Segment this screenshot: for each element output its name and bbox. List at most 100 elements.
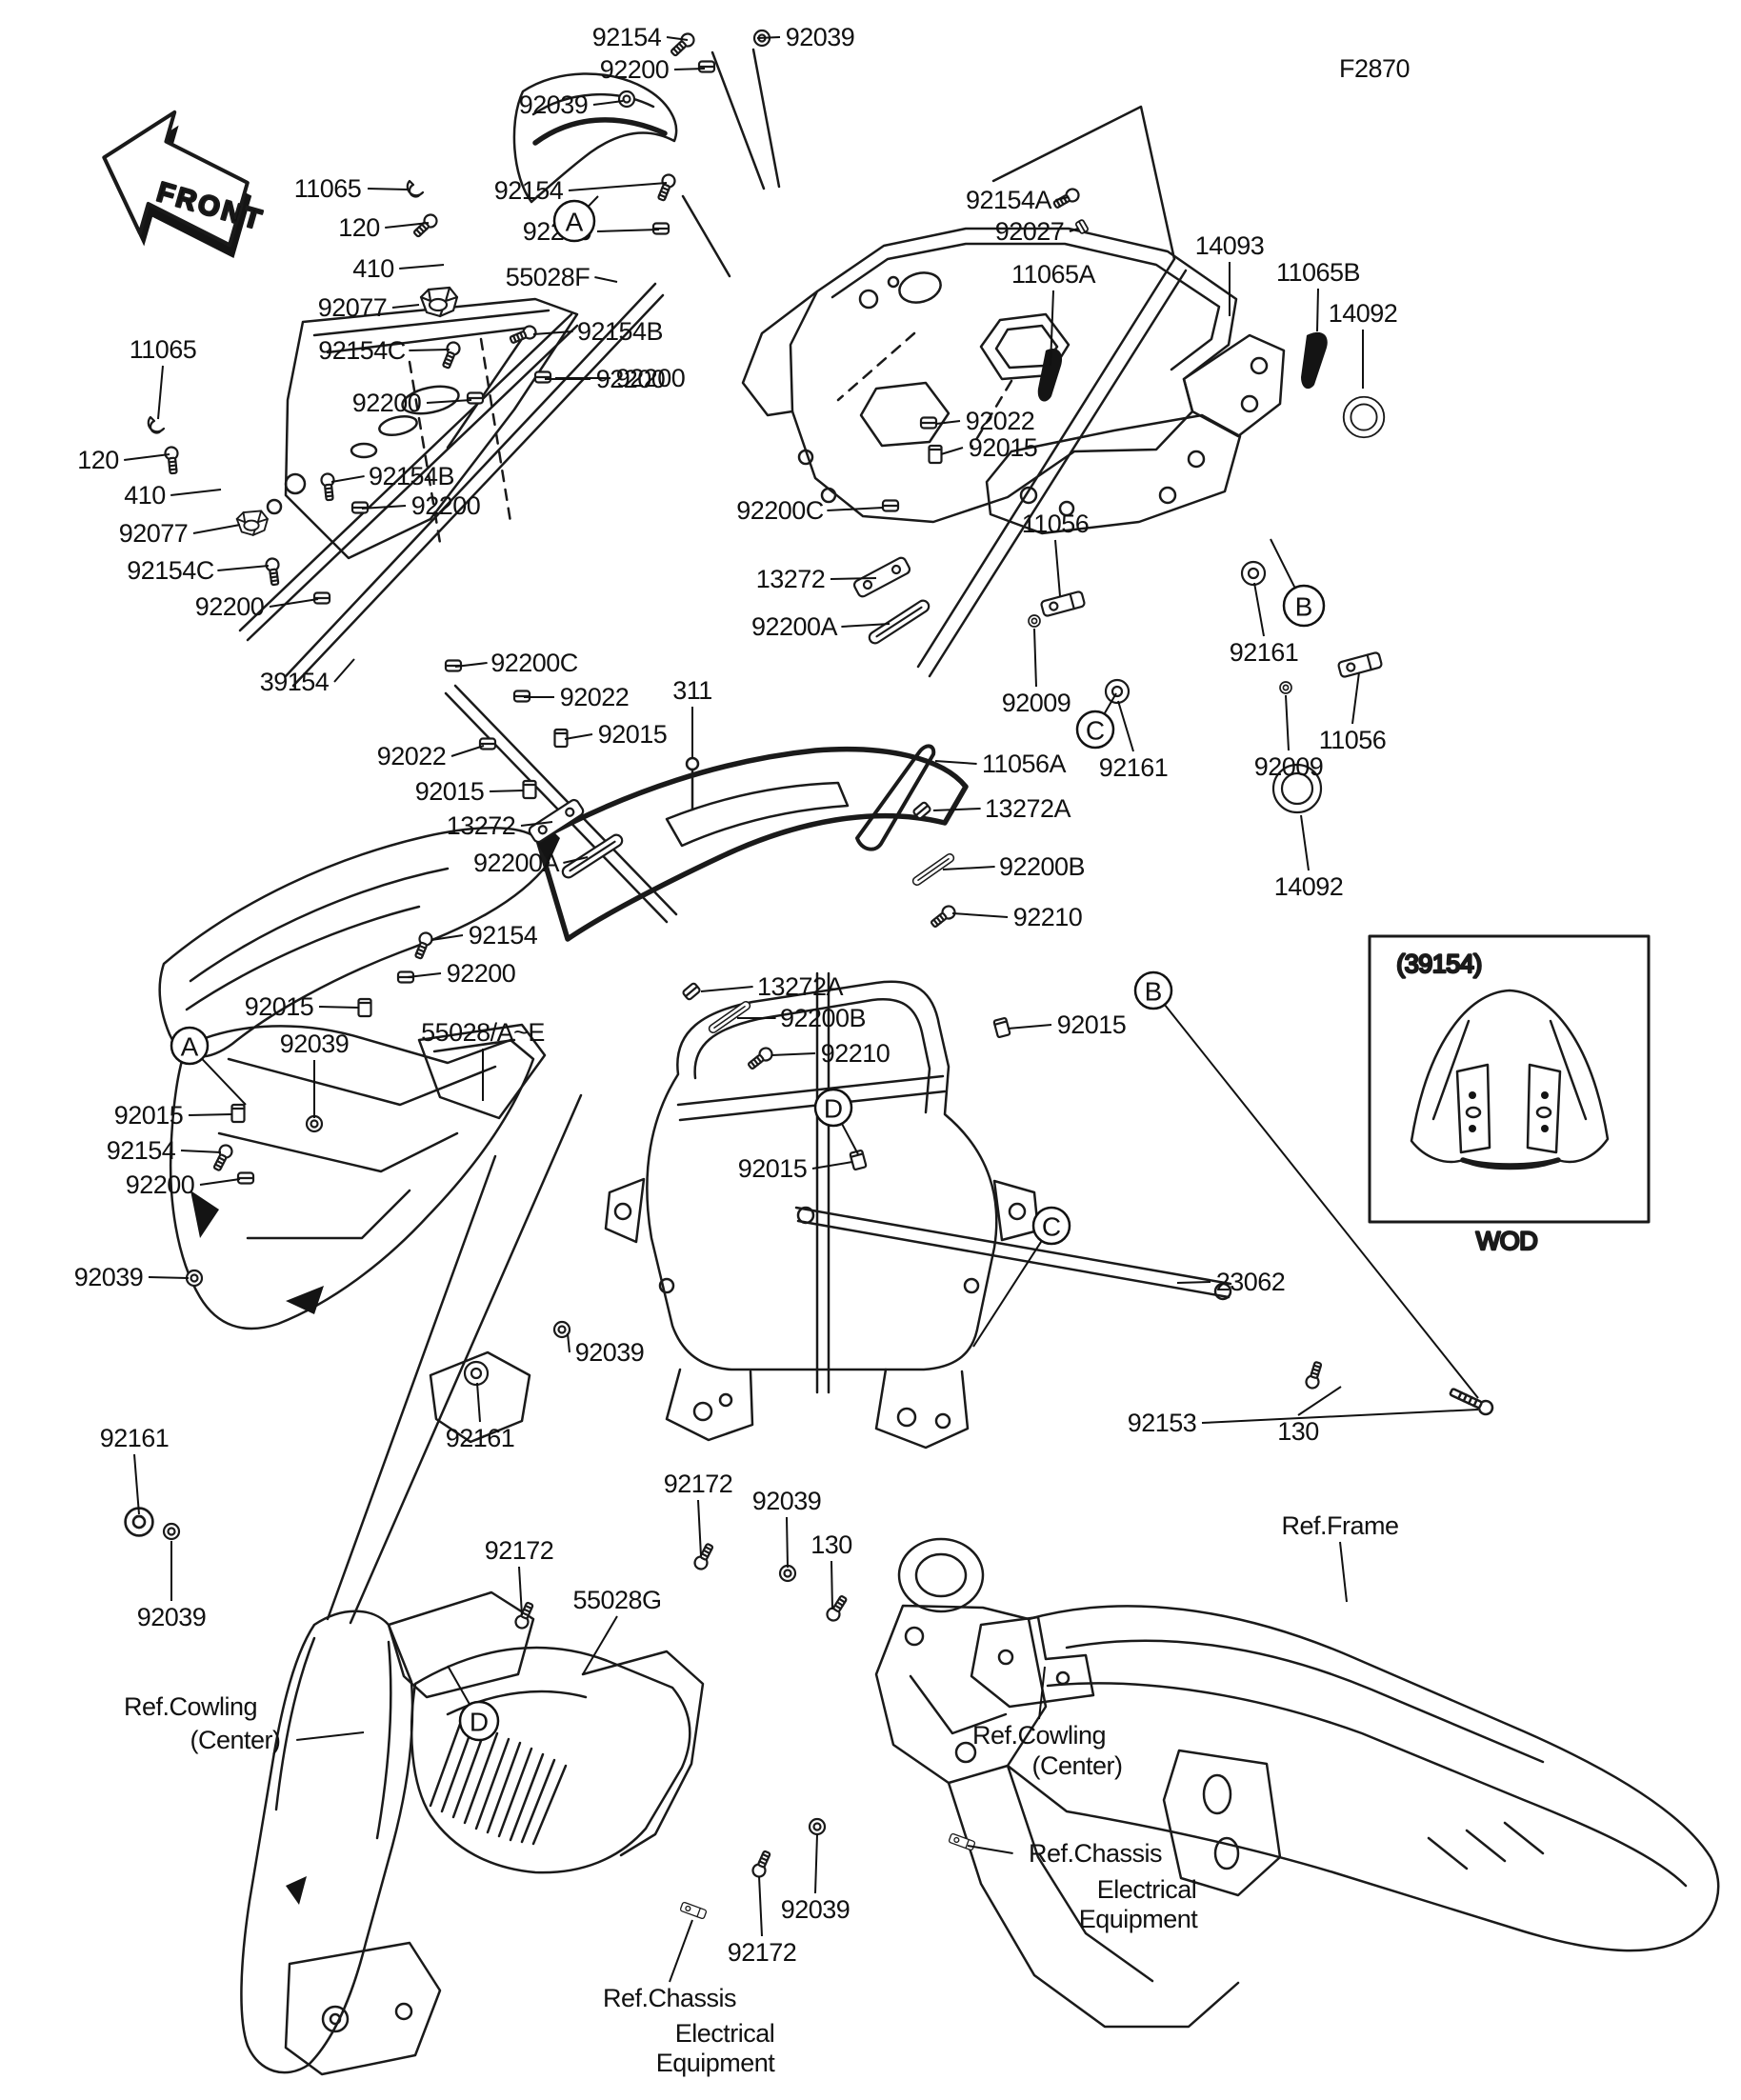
svg-text:D: D xyxy=(470,1708,489,1737)
part-label: 130 xyxy=(1277,1417,1319,1446)
part-label: 120 xyxy=(77,446,119,474)
callout-D: D xyxy=(458,1700,500,1742)
part-label: 92039 xyxy=(781,1895,850,1924)
part-label: 11065B xyxy=(1276,258,1360,287)
part-label: 311 xyxy=(672,676,712,705)
part-label: Electrical xyxy=(1097,1875,1197,1904)
part-label: 92022 xyxy=(560,683,630,711)
part-label: 120 xyxy=(338,213,380,242)
cowling-stay-part xyxy=(604,971,1232,1450)
part-label: 92015 xyxy=(969,433,1038,462)
leader-lines xyxy=(124,36,1479,1983)
part-label: 92161 xyxy=(100,1424,170,1452)
part-label: Equipment xyxy=(1079,1905,1199,1933)
part-label: 92077 xyxy=(318,293,388,322)
part-label: 11056 xyxy=(1319,726,1387,754)
part-label: 92210 xyxy=(1013,903,1083,931)
part-label: 92172 xyxy=(728,1938,797,1967)
part-label: 92200 xyxy=(352,389,422,417)
part-label: 92027 xyxy=(995,217,1065,246)
part-label: (Center) xyxy=(1031,1751,1122,1780)
part-label: 55028G xyxy=(572,1586,661,1614)
part-label: 92015 xyxy=(598,720,668,749)
part-label: 92153 xyxy=(1128,1409,1197,1437)
part-label: 92009 xyxy=(1254,752,1324,781)
part-label: Equipment xyxy=(656,2049,776,2077)
inner-cover-part xyxy=(535,744,969,942)
part-label: 92154 xyxy=(494,176,564,205)
part-label: 130 xyxy=(810,1530,852,1559)
part-label: 39154 xyxy=(260,668,330,696)
part-label: 92200 xyxy=(600,55,670,84)
part-label: 92154B xyxy=(577,317,663,346)
part-label: 92200 xyxy=(596,365,666,393)
inset-code: WOD xyxy=(1476,1227,1537,1255)
svg-text:B: B xyxy=(1295,592,1313,622)
part-label: 92039 xyxy=(137,1603,207,1631)
callout-D: D xyxy=(813,1088,853,1128)
part-label: Ref.Chassis xyxy=(603,1984,736,2012)
windshield-part xyxy=(238,105,1188,924)
part-label: 92039 xyxy=(786,23,855,51)
part-label: 92015 xyxy=(415,777,485,806)
callout-B: B xyxy=(1133,970,1173,1010)
part-label: 11056A xyxy=(982,750,1067,778)
part-label: 92172 xyxy=(485,1536,554,1565)
part-label: 92210 xyxy=(821,1039,891,1068)
part-label: Electrical xyxy=(675,2019,775,2048)
part-label: 92172 xyxy=(664,1470,733,1498)
part-label: 92015 xyxy=(738,1154,808,1183)
part-label: 92154B xyxy=(369,462,454,490)
part-label: 13272 xyxy=(447,811,516,840)
part-label: Ref.Cowling xyxy=(972,1721,1106,1750)
part-label: 92161 xyxy=(1099,753,1169,782)
part-label: Ref.Frame xyxy=(1281,1511,1398,1540)
part-label: Ref.Cowling xyxy=(124,1692,257,1721)
part-label: Ref.Chassis xyxy=(1029,1839,1162,1868)
part-label: 92077 xyxy=(119,519,189,548)
part-label: 92200C xyxy=(736,496,824,525)
top-trim-part xyxy=(512,48,781,278)
svg-text:A: A xyxy=(566,208,584,237)
callout-C: C xyxy=(1031,1206,1071,1246)
part-label: 92200A xyxy=(751,612,838,641)
inset-part-number: (39154) xyxy=(1396,950,1482,978)
part-label: 92022 xyxy=(966,407,1035,435)
front-arrow-icon: FRONT xyxy=(102,110,269,258)
part-label: 92200B xyxy=(999,852,1085,881)
svg-text:C: C xyxy=(1042,1212,1061,1242)
fastener-glyphs xyxy=(124,29,1386,1920)
callout-C: C xyxy=(1075,710,1115,750)
part-label: 92039 xyxy=(575,1338,645,1367)
part-label: 92039 xyxy=(519,90,589,119)
part-label: 92200 xyxy=(126,1170,195,1199)
part-label: (Center) xyxy=(190,1726,280,1754)
part-label: 23062 xyxy=(1216,1268,1286,1296)
part-label: 92200A xyxy=(473,849,560,877)
part-label: 92154C xyxy=(318,336,406,365)
part-label: 410 xyxy=(124,481,166,510)
svg-text:D: D xyxy=(824,1094,843,1124)
part-label: 11065 xyxy=(294,174,362,203)
part-label: 92154A xyxy=(966,186,1052,214)
part-label: 92015 xyxy=(245,992,314,1021)
section-callouts: A A B B C C D D xyxy=(170,199,1326,1742)
part-label: 55028/A~E xyxy=(421,1018,545,1047)
svg-text:A: A xyxy=(181,1032,199,1062)
svg-text:C: C xyxy=(1086,716,1105,746)
center-cowl-part xyxy=(410,1646,705,1874)
part-label: 92200 xyxy=(195,592,265,621)
center-bracket-part xyxy=(970,1615,1095,1709)
part-label: 92039 xyxy=(752,1487,822,1515)
part-label: 92200B xyxy=(780,1004,866,1032)
part-label: 92154 xyxy=(107,1136,176,1165)
part-label: 92200 xyxy=(616,364,686,392)
part-label: 92154C xyxy=(127,556,214,585)
part-label: 92022 xyxy=(377,742,447,770)
part-label: 92015 xyxy=(114,1101,184,1130)
inset-box: (39154) WOD xyxy=(1368,934,1651,1256)
part-label: 14092 xyxy=(1329,299,1398,328)
part-label: 13272 xyxy=(756,565,826,593)
